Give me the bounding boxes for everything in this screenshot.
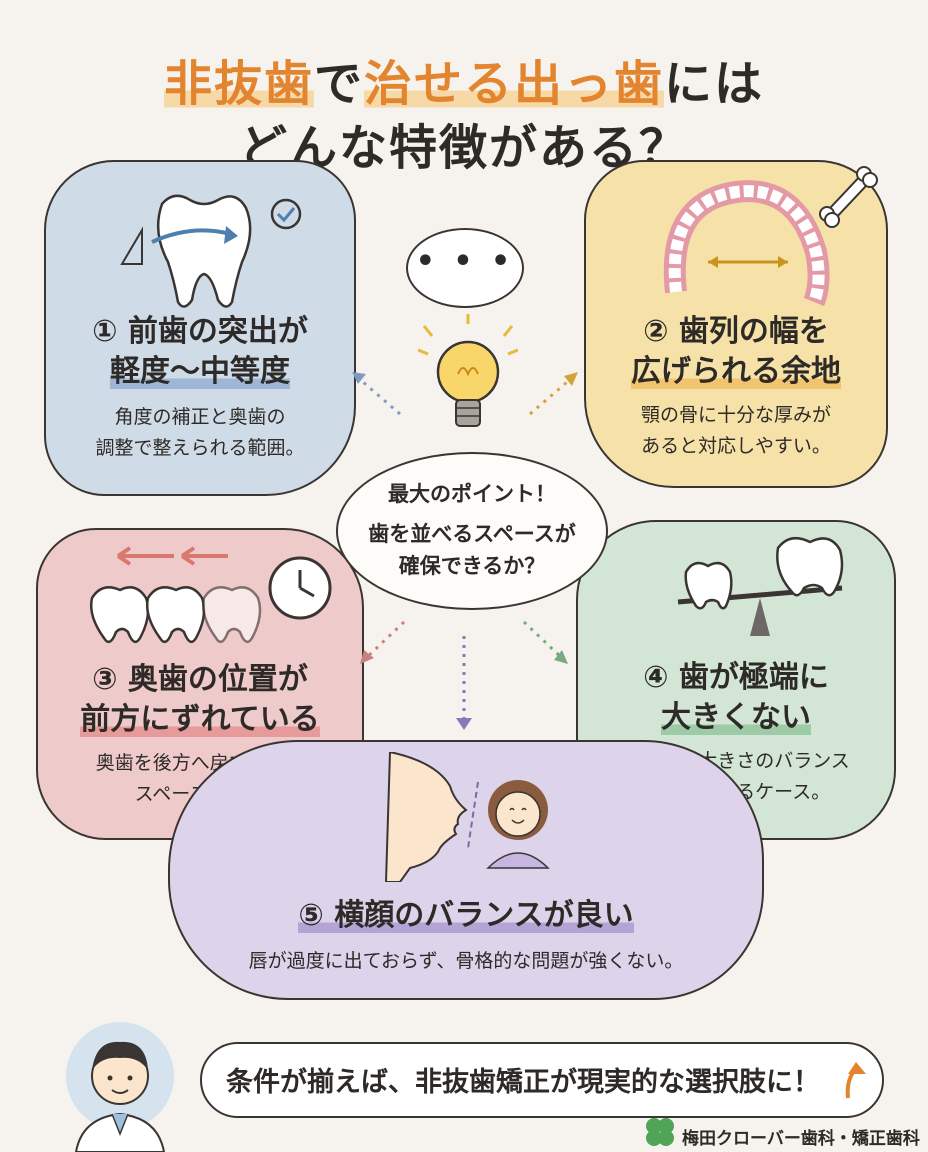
card2-desc2: あると対応しやすい。 [641,435,831,457]
key-point-line2: 確保できるか？ [398,554,546,578]
profile-face-icon [384,752,550,882]
lightbulb-icon [418,314,518,427]
card3-head2: 前方にずれている [80,702,320,737]
clock-icon [268,556,332,620]
card4-head2: 大きくない [661,700,811,735]
card5-desc1: 唇が過度に出ておらず、骨格的な問題が強くない。 [248,950,684,972]
title-part-3: 治せる [363,56,514,112]
scale-teeth-icon [677,536,844,636]
card1-desc2: 調整で整えられる範囲。 [95,437,305,459]
bone-icon [819,166,878,228]
title-part-5: には [664,56,765,112]
teeth-arrows-icon [90,546,332,644]
check-icon [270,198,302,230]
title-part-4: 出っ歯 [514,56,665,112]
card4-head1: ④ 歯が極端に [643,660,829,695]
doctor-icon [66,1022,174,1152]
key-point-heading: 最大のポイント！ [388,482,556,506]
up-arrow-icon [845,1062,866,1099]
title-part-2: で [313,56,364,112]
jaw-arch-icon [663,166,878,307]
card2-head1: ② 歯列の幅を [643,314,829,349]
thought-dots: • • • [415,244,515,279]
card5-head1: ⑤ 横顔のバランスが良い [298,898,634,933]
thought-bubble: • • • [406,228,524,308]
conclusion-bubble: 条件が揃えば、非抜歯矯正が現実的な選択肢に！ [200,1042,884,1118]
card3-head1: ③ 奥歯の位置が [92,662,308,697]
key-point-line1: 歯を並べるスペースが [368,522,576,546]
key-point-bubble: 最大のポイント！ 歯を並べるスペースが 確保できるか？ [336,452,608,610]
conclusion-text: 条件が揃えば、非抜歯矯正が現実的な選択肢に！ [226,1067,820,1098]
page-title-line1: 非抜歯で治せる出っ歯には [0,44,928,114]
card-arch-width: ② 歯列の幅を 広げられる余地 顎の骨に十分な厚みが あると対応しやすい。 [584,160,888,488]
card1-head1: ① 前歯の突出が [92,314,308,349]
card1-head2: 軽度〜中等度 [110,354,290,389]
smiling-woman-icon [486,780,550,869]
clover-logo-icon [646,1118,674,1146]
card2-desc1: 顎の骨に十分な厚みが [640,404,831,426]
card-protrusion: ① 前歯の突出が 軽度〜中等度 角度の補正と奥歯の 調整で整えられる範囲。 [44,160,356,496]
bubble-tail [8,1070,38,1100]
card2-head2: 広げられる余地 [631,354,841,389]
card1-desc1: 角度の補正と奥歯の [114,406,286,428]
clinic-logo-text: 梅田クローバー歯科・矯正歯科 [682,1129,920,1149]
tooth-arrow-icon [120,194,302,308]
card-profile-balance: ⑤ 横顔のバランスが良い 唇が過度に出ておらず、骨格的な問題が強くない。 [168,740,764,1000]
title-part-hidden1: 非抜歯 [163,56,314,112]
